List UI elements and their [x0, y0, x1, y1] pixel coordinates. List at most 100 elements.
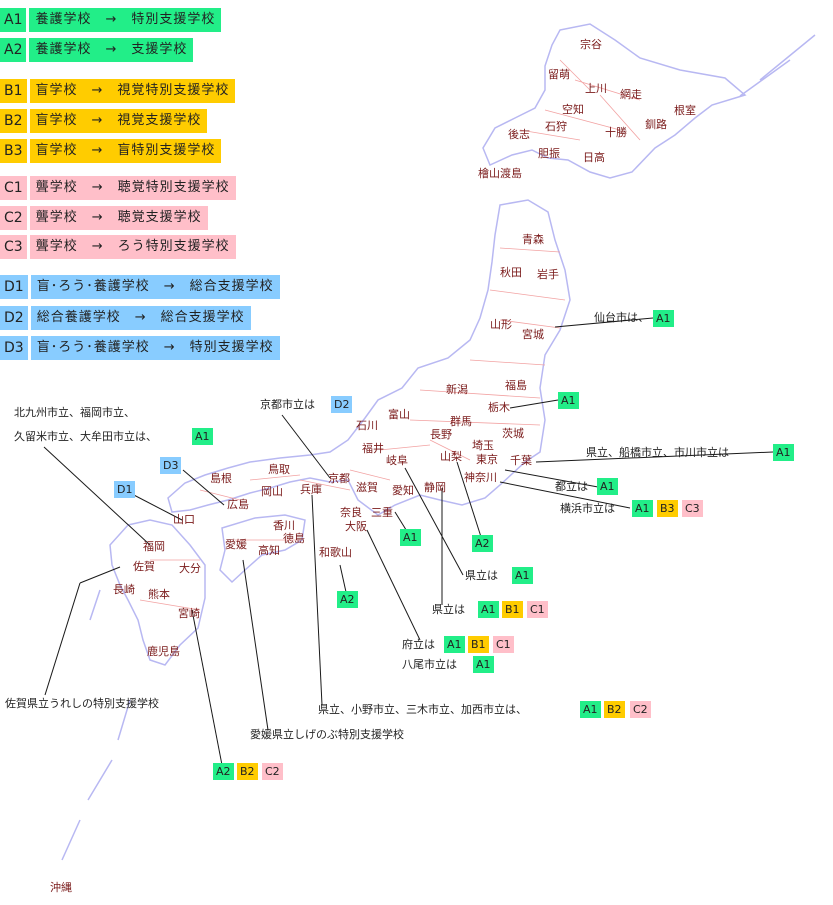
note-yokohama: 横浜市立は — [560, 502, 615, 515]
place-label: 広島 — [227, 498, 249, 511]
place-label: 岐阜 — [386, 454, 408, 467]
legend-row-c3: C3 聾学校 → ろう特別支援学校 — [0, 233, 236, 261]
badge-wakayama: A2 — [337, 591, 358, 608]
place-label: 上川 — [585, 82, 607, 95]
badge-tochigi: A1 — [558, 392, 579, 409]
place-label: 栃木 — [488, 401, 510, 414]
place-label: 宗谷 — [580, 38, 602, 51]
place-label: 空知 — [562, 103, 584, 116]
place-label: 和歌山 — [319, 546, 352, 559]
note-shizuoka: 県立は — [432, 603, 465, 616]
legend-code: B3 — [0, 139, 27, 163]
note-kitakyushu-2: 久留米市立、大牟田市立は、 — [14, 430, 157, 443]
legend-text: 盲･ろう･養護学校 → 特別支援学校 — [30, 336, 280, 360]
badge-sendai: A1 — [653, 310, 674, 327]
note-yao: 八尾市立は — [402, 658, 457, 671]
note-ehime: 愛媛県立しげのぶ特別支援学校 — [250, 728, 404, 741]
place-label: 埼玉 — [472, 439, 494, 452]
place-label: 長崎 — [113, 583, 135, 596]
place-label: 石狩 — [545, 120, 567, 133]
callout-lines — [43, 317, 774, 766]
place-label: 佐賀 — [133, 560, 155, 573]
badge-shiga: A1 — [400, 529, 421, 546]
legend-code: D3 — [0, 336, 28, 360]
badge-miyazaki-c: C2 — [262, 763, 283, 780]
place-label: 福島 — [505, 379, 527, 392]
legend-row-c2: C2 聾学校 → 聴覚支援学校 — [0, 204, 208, 232]
badge-tokyo: A1 — [597, 478, 618, 495]
note-saga: 佐賀県立うれしの特別支援学校 — [5, 697, 159, 710]
legend-text: 盲学校 → 視覚特別支援学校 — [29, 79, 236, 103]
legend-code: C3 — [0, 235, 27, 259]
place-label: 滋賀 — [356, 481, 378, 494]
legend-code: D2 — [0, 306, 28, 330]
legend-text: 養護学校 → 特別支援学校 — [29, 8, 222, 32]
place-label: 茨城 — [502, 427, 524, 440]
honshu-outline — [167, 199, 571, 516]
place-label: 青森 — [522, 233, 544, 246]
badge-osaka-a: A1 — [444, 636, 465, 653]
badge-kyoto-city: D2 — [331, 396, 353, 413]
legend-row-a2: A2 養護学校 → 支援学校 — [0, 36, 194, 64]
place-label: 鹿児島 — [147, 645, 180, 658]
badge-kitakyushu: A1 — [192, 428, 213, 445]
place-label: 愛知 — [392, 484, 414, 497]
badge-miyazaki-b: B2 — [237, 763, 258, 780]
place-label: 岩手 — [537, 268, 559, 281]
badge-yokohama-a: A1 — [632, 500, 653, 517]
legend-text: 聾学校 → 聴覚支援学校 — [29, 206, 208, 230]
place-label: 山口 — [173, 513, 195, 526]
place-label: 新潟 — [446, 383, 468, 396]
place-label: 島根 — [210, 472, 232, 485]
legend-row-b1: B1 盲学校 → 視覚特別支援学校 — [0, 77, 236, 105]
place-label: 釧路 — [645, 118, 667, 131]
legend-text: 盲学校 → 視覚支援学校 — [29, 109, 208, 133]
place-label: 沖縄 — [50, 881, 72, 894]
place-label: 東京 — [476, 453, 498, 466]
place-label: 神奈川 — [464, 471, 497, 484]
note-chiba: 県立、船橋市立、市川市立は — [586, 446, 729, 459]
place-label: 留萌 — [548, 68, 570, 81]
place-label: 岡山 — [261, 485, 283, 498]
place-label: 後志 — [508, 128, 530, 141]
place-label: 秋田 — [500, 266, 522, 279]
badge-shizuoka-c: C1 — [527, 601, 548, 618]
badge-chiba: A1 — [773, 444, 794, 461]
place-label: 兵庫 — [300, 483, 322, 496]
legend-text: 聾学校 → ろう特別支援学校 — [29, 235, 236, 259]
badge-shizuoka-a: A1 — [478, 601, 499, 618]
legend-code: D1 — [0, 275, 28, 299]
kurils — [739, 34, 816, 97]
place-label: 山形 — [490, 318, 512, 331]
legend-text: 養護学校 → 支援学校 — [29, 38, 194, 62]
badge-hyogo-a: A1 — [580, 701, 601, 718]
hokkaido-outline — [482, 23, 747, 179]
legend-row-b2: B2 盲学校 → 視覚支援学校 — [0, 107, 208, 135]
note-yamanashi: 県立は — [465, 569, 498, 582]
badge-yokohama-b: B3 — [657, 500, 678, 517]
badge-yokohama-c: C3 — [682, 500, 703, 517]
legend-row-d1: D1 盲･ろう･養護学校 → 総合支援学校 — [0, 273, 280, 301]
legend-code: B2 — [0, 109, 27, 133]
badge-shizuoka-b: B1 — [502, 601, 523, 618]
place-label: 千葉 — [510, 454, 532, 467]
badge-hyogo-b: B2 — [604, 701, 625, 718]
shikoku-outline — [219, 514, 306, 584]
legend-text: 総合養護学校 → 総合支援学校 — [30, 306, 251, 330]
place-label: 大阪 — [345, 520, 367, 533]
place-label: 愛媛 — [225, 538, 247, 551]
place-label: 長野 — [430, 428, 452, 441]
badge-kanagawa: A2 — [472, 535, 493, 552]
badge-osaka-c: C1 — [493, 636, 514, 653]
place-label: 胆振 — [538, 147, 560, 160]
place-label: 山梨 — [440, 450, 462, 463]
legend-row-d2: D2 総合養護学校 → 総合支援学校 — [0, 304, 251, 332]
place-label: 徳島 — [283, 532, 305, 545]
legend-row-d3: D3 盲･ろう･養護学校 → 特別支援学校 — [0, 334, 280, 362]
place-label: 高知 — [258, 544, 280, 557]
place-label: 大分 — [179, 562, 201, 575]
place-label: 熊本 — [148, 588, 170, 601]
place-label: 日高 — [583, 151, 605, 164]
legend-code: A2 — [0, 38, 27, 62]
